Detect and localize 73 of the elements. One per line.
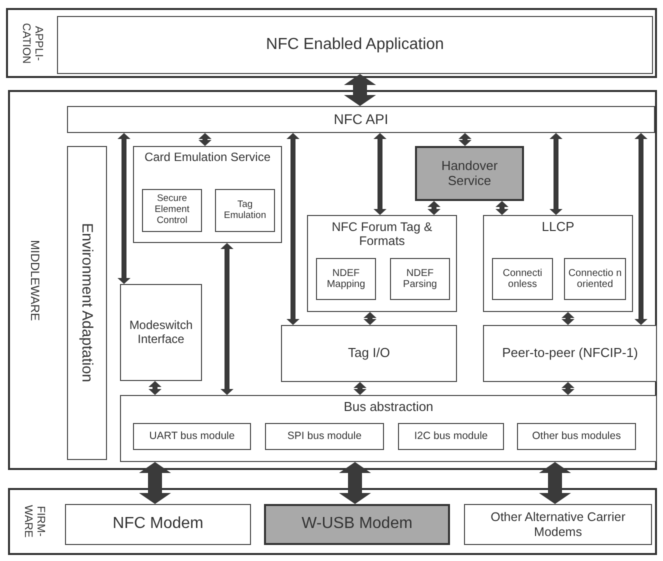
box-label: Tag Emulation — [222, 200, 268, 222]
component-box — [120, 284, 202, 381]
box-label: NDEF Mapping — [326, 268, 366, 290]
box-label: NFC Forum Tag & Formats — [330, 220, 434, 249]
double-arrow — [374, 133, 386, 215]
double-arrow — [634, 133, 648, 325]
double-arrow — [286, 133, 300, 325]
box-label: Connectio n oriented — [567, 268, 623, 290]
component-group — [120, 395, 657, 462]
box-label: W-USB Modem — [300, 515, 414, 534]
layer-label: FIRM- WARE — [21, 504, 48, 540]
box-label: LLCP — [540, 220, 576, 235]
box-label: Tag I/O — [347, 346, 391, 361]
component-box — [390, 258, 450, 300]
double-arrow — [118, 133, 130, 284]
double-arrow — [496, 201, 508, 215]
component-box — [517, 423, 636, 450]
double-arrow — [148, 381, 162, 395]
layer-label: MIDDLEWARE — [26, 240, 43, 320]
box-label: SPI bus module — [286, 430, 363, 443]
highlighted-box — [264, 504, 450, 545]
box-label: NFC API — [332, 111, 390, 128]
component-box — [492, 258, 553, 300]
box-label: NDEF Parsing — [402, 268, 438, 290]
double-arrow — [562, 312, 574, 325]
component-box — [133, 423, 251, 450]
component-group — [133, 146, 282, 243]
box-label: NFC Enabled Application — [265, 36, 445, 54]
double-arrow — [458, 133, 472, 146]
layer-band — [6, 8, 657, 78]
box-label: Handover Service — [440, 158, 499, 188]
box-label: Other Alternative Carrier Modems — [490, 510, 626, 539]
double-arrow — [354, 382, 366, 395]
box-label: NFC Modem — [112, 515, 204, 534]
double-arrow — [364, 312, 376, 325]
double-arrow — [139, 462, 171, 504]
box-label: UART bus module — [148, 430, 236, 443]
component-group — [483, 215, 633, 312]
box-label: Environment Adaptation — [78, 223, 97, 383]
box-label: Card Emulation Service — [143, 151, 272, 165]
layer-band — [8, 90, 657, 470]
box-label: I2C bus module — [413, 430, 489, 443]
double-arrow — [562, 382, 574, 395]
box-label: Peer-to-peer (NFCIP-1) — [501, 346, 639, 361]
layer-label: APPLI- CATION — [19, 22, 46, 66]
box-label: Other bus modules — [531, 430, 622, 443]
component-box — [483, 325, 657, 382]
component-box — [57, 16, 653, 74]
component-box — [398, 423, 504, 450]
box-label: Secure Element Control — [154, 194, 190, 227]
double-arrow — [344, 74, 376, 106]
double-arrow — [550, 133, 562, 215]
component-box — [281, 325, 457, 382]
box-label: Connecti onless — [502, 268, 544, 290]
component-box — [316, 258, 376, 300]
component-box — [65, 504, 251, 545]
double-arrow — [428, 201, 440, 215]
component-box — [67, 146, 107, 460]
highlighted-box — [415, 146, 524, 201]
box-label: Modeswitch Interface — [128, 318, 194, 346]
component-group — [307, 215, 457, 312]
component-box — [564, 258, 626, 300]
double-arrow — [198, 133, 212, 146]
component-box — [215, 189, 275, 232]
component-box — [265, 423, 384, 450]
box-label: Bus abstraction — [342, 400, 434, 415]
double-arrow — [339, 462, 371, 504]
component-box — [464, 504, 652, 545]
double-arrow — [220, 243, 234, 395]
layer-band — [8, 488, 657, 555]
double-arrow — [539, 462, 571, 504]
component-box — [67, 106, 655, 133]
component-box — [142, 189, 202, 232]
